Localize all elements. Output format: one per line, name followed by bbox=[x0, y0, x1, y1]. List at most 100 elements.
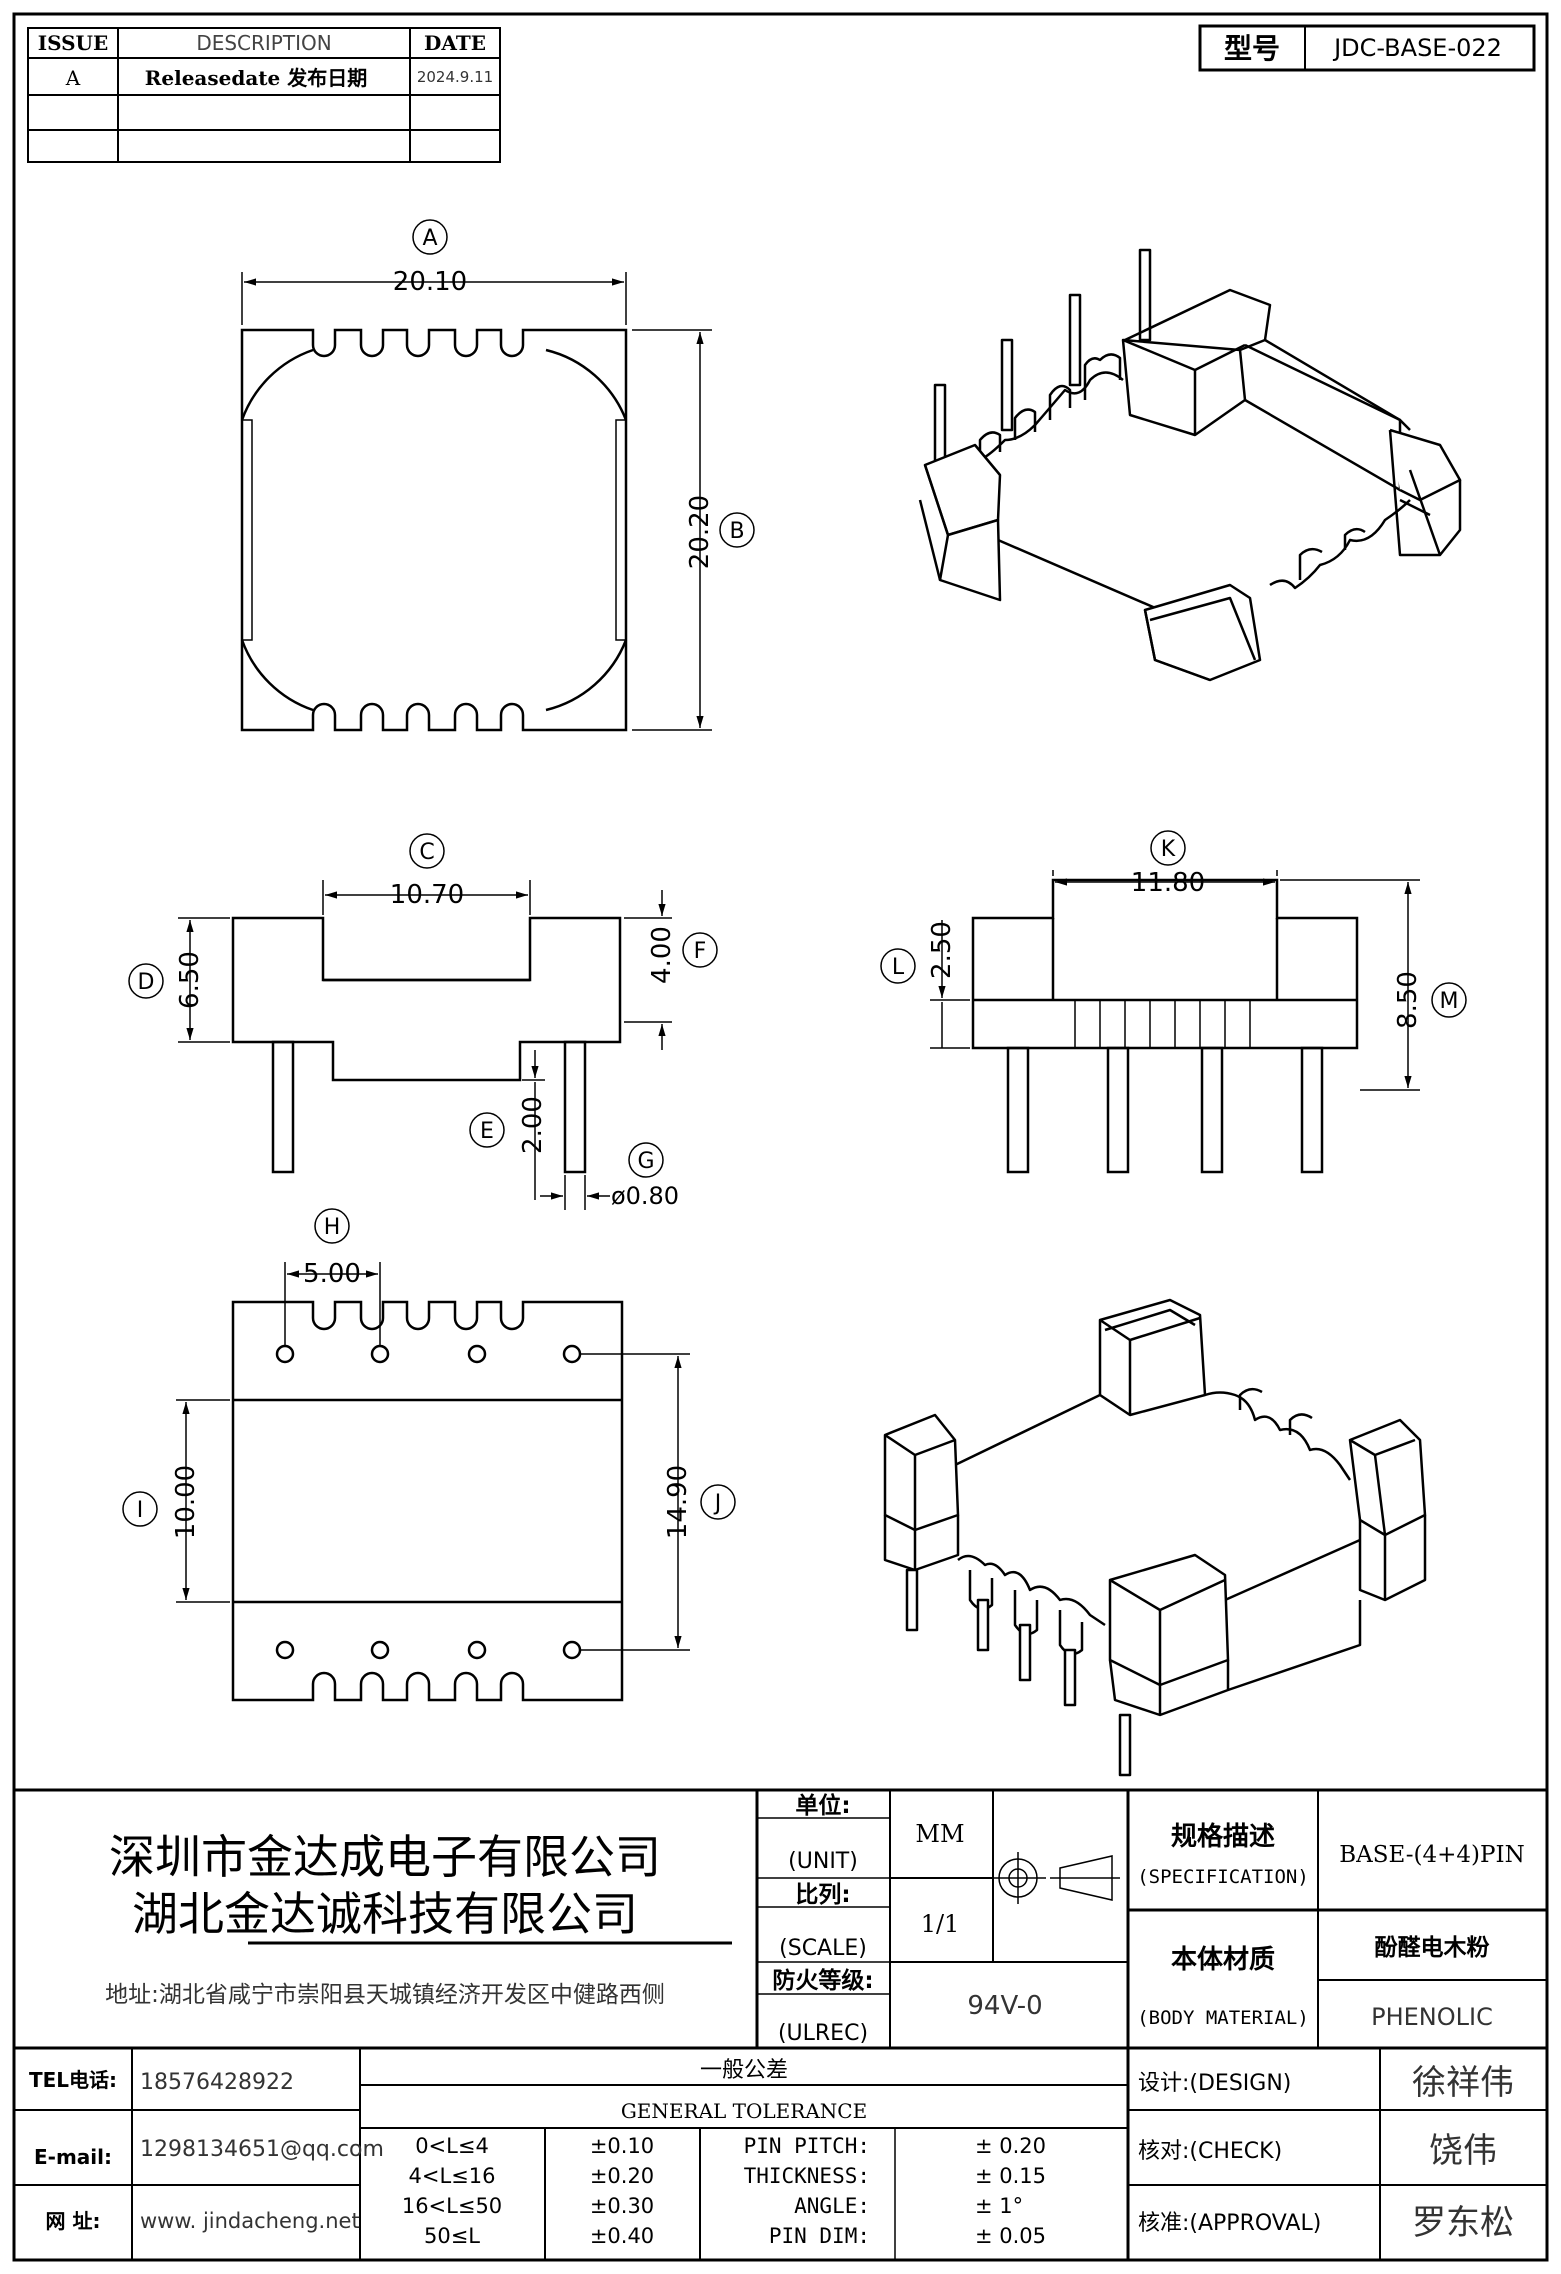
tol-range-2: 4<L≤16 bbox=[409, 2164, 496, 2188]
spec-label-en: (SPECIFICATION) bbox=[1137, 1866, 1309, 1888]
dim-l-value: 2.50 bbox=[927, 921, 957, 979]
approval-name: 罗东松 bbox=[1412, 2203, 1514, 2243]
material-value-cn: 酚醛电木粉 bbox=[1375, 1935, 1490, 1961]
dim-b-value: 20.20 bbox=[685, 495, 715, 569]
issue-date: 2024.9.11 bbox=[417, 68, 493, 86]
tol-range-3: 16<L≤50 bbox=[402, 2194, 502, 2218]
tel-label: TEL电话: bbox=[29, 2068, 117, 2092]
design-name: 徐祥伟 bbox=[1412, 2063, 1514, 2103]
isometric-view-bottom bbox=[883, 1298, 1427, 1777]
balloon-b bbox=[719, 512, 755, 548]
balloon-k bbox=[1150, 830, 1186, 866]
side-view bbox=[971, 878, 1359, 1174]
issue-description: Releasedate 发布日期 bbox=[145, 66, 367, 90]
balloon-g-letter: G bbox=[637, 1149, 654, 1174]
balloon-b-letter: B bbox=[729, 519, 744, 544]
tol-special-label-4: PIN DIM: bbox=[769, 2224, 870, 2248]
dim-g-lines bbox=[540, 1175, 610, 1210]
balloon-d bbox=[128, 963, 164, 999]
tol-special-value-2: ± 0.15 bbox=[975, 2164, 1046, 2188]
tel-value: 18576428922 bbox=[140, 2070, 294, 2095]
material-label-en: (BODY MATERIAL) bbox=[1137, 2007, 1309, 2029]
company-name-1: 深圳市金达成电子有限公司 bbox=[109, 1830, 661, 1884]
tol-special-value-4: ± 0.05 bbox=[975, 2224, 1046, 2248]
tol-range-1: 0<L≤4 bbox=[415, 2134, 489, 2158]
tol-value-4: ±0.40 bbox=[590, 2224, 654, 2248]
company-address: 地址:湖北省咸宁市崇阳县天城镇经济开发区中健路西侧 bbox=[105, 1982, 665, 2008]
balloon-d-letter: D bbox=[138, 970, 155, 995]
balloon-a-letter: A bbox=[422, 226, 437, 251]
unit-label-en: (UNIT) bbox=[788, 1849, 858, 1874]
balloon-f bbox=[682, 932, 718, 968]
unit-label: 单位: bbox=[795, 1792, 850, 1819]
dim-e-lines bbox=[522, 1050, 545, 1200]
sheet-border bbox=[12, 12, 1549, 2262]
dim-m-lines bbox=[1280, 879, 1420, 1091]
scale-label-en: (SCALE) bbox=[779, 1936, 867, 1961]
model-label: 型号 bbox=[1224, 32, 1280, 65]
scale-value: 1/1 bbox=[921, 1910, 960, 1938]
projection-symbol bbox=[990, 1852, 1120, 1904]
balloon-a bbox=[412, 219, 448, 255]
material-value-en: PHENOLIC bbox=[1371, 2003, 1493, 2031]
dim-a-value: 20.10 bbox=[393, 267, 467, 297]
balloon-c bbox=[409, 833, 445, 869]
company-name-2: 湖北金达诚科技有限公司 bbox=[132, 1887, 638, 1941]
balloon-j bbox=[700, 1484, 736, 1520]
tol-special-value-1: ± 0.20 bbox=[975, 2134, 1046, 2158]
model-value: JDC-BASE-022 bbox=[1332, 34, 1502, 62]
balloon-f-letter: F bbox=[694, 939, 707, 964]
dim-i-lines bbox=[176, 1399, 230, 1603]
dim-f-value: 4.00 bbox=[647, 926, 677, 984]
dim-h-lines bbox=[284, 1262, 381, 1346]
material-label: 本体材质 bbox=[1171, 1945, 1275, 1975]
ulrec-label: 防火等级: bbox=[772, 1967, 873, 1994]
dim-m-value: 8.50 bbox=[1393, 971, 1423, 1029]
balloon-h bbox=[314, 1208, 350, 1244]
balloon-e bbox=[469, 1112, 505, 1148]
spec-value: BASE-(4+4)PIN bbox=[1339, 1842, 1524, 1868]
tol-special-label-3: ANGLE: bbox=[794, 2194, 870, 2218]
balloon-i bbox=[122, 1491, 158, 1527]
check-label: 核对:(CHECK) bbox=[1138, 2139, 1282, 2164]
dim-d-lines bbox=[178, 917, 230, 1043]
balloon-e-letter: E bbox=[480, 1119, 494, 1144]
tol-value-1: ±0.10 bbox=[590, 2134, 654, 2158]
balloon-g bbox=[628, 1142, 664, 1178]
issue-value: A bbox=[65, 66, 81, 90]
dim-h-value: 5.00 bbox=[303, 1259, 361, 1289]
top-view bbox=[240, 328, 628, 732]
tolerance-title-en: GENERAL TOLERANCE bbox=[621, 2099, 867, 2123]
tol-range-4: 50≤L bbox=[424, 2224, 480, 2248]
approval-label: 核准:(APPROVAL) bbox=[1138, 2211, 1321, 2236]
issue-header: ISSUE bbox=[38, 31, 109, 55]
check-name: 饶伟 bbox=[1429, 2131, 1497, 2171]
model-block bbox=[1198, 24, 1536, 72]
balloon-i-letter: I bbox=[137, 1498, 144, 1523]
tol-value-3: ±0.30 bbox=[590, 2194, 654, 2218]
dim-d-value: 6.50 bbox=[175, 951, 205, 1009]
tol-special-label-1: PIN PITCH: bbox=[744, 2134, 870, 2158]
dim-j-value: 14.90 bbox=[663, 1465, 693, 1539]
dim-e-value: 2.00 bbox=[518, 1096, 548, 1154]
spec-label: 规格描述 bbox=[1171, 1821, 1275, 1852]
design-label: 设计:(DESIGN) bbox=[1138, 2071, 1291, 2096]
ulrec-label-en: (ULREC) bbox=[778, 2021, 868, 2046]
dim-f-lines bbox=[624, 890, 672, 1050]
dim-j-lines bbox=[580, 1353, 690, 1651]
dim-k-value: 11.80 bbox=[1131, 868, 1205, 898]
dim-b-lines bbox=[632, 329, 712, 731]
unit-value: MM bbox=[915, 1820, 964, 1848]
balloon-l bbox=[880, 948, 916, 984]
tol-value-2: ±0.20 bbox=[590, 2164, 654, 2188]
issue-table bbox=[27, 27, 501, 163]
dim-k-lines bbox=[1052, 870, 1278, 886]
email-value: 1298134651@qq.com bbox=[140, 2137, 384, 2162]
title-block-grid bbox=[14, 1788, 1547, 2260]
front-view bbox=[231, 916, 622, 1174]
dim-c-lines bbox=[322, 880, 531, 915]
description-header: DESCRIPTION bbox=[196, 31, 331, 55]
dim-a-lines bbox=[241, 272, 627, 325]
balloon-j-letter: J bbox=[713, 1491, 722, 1516]
